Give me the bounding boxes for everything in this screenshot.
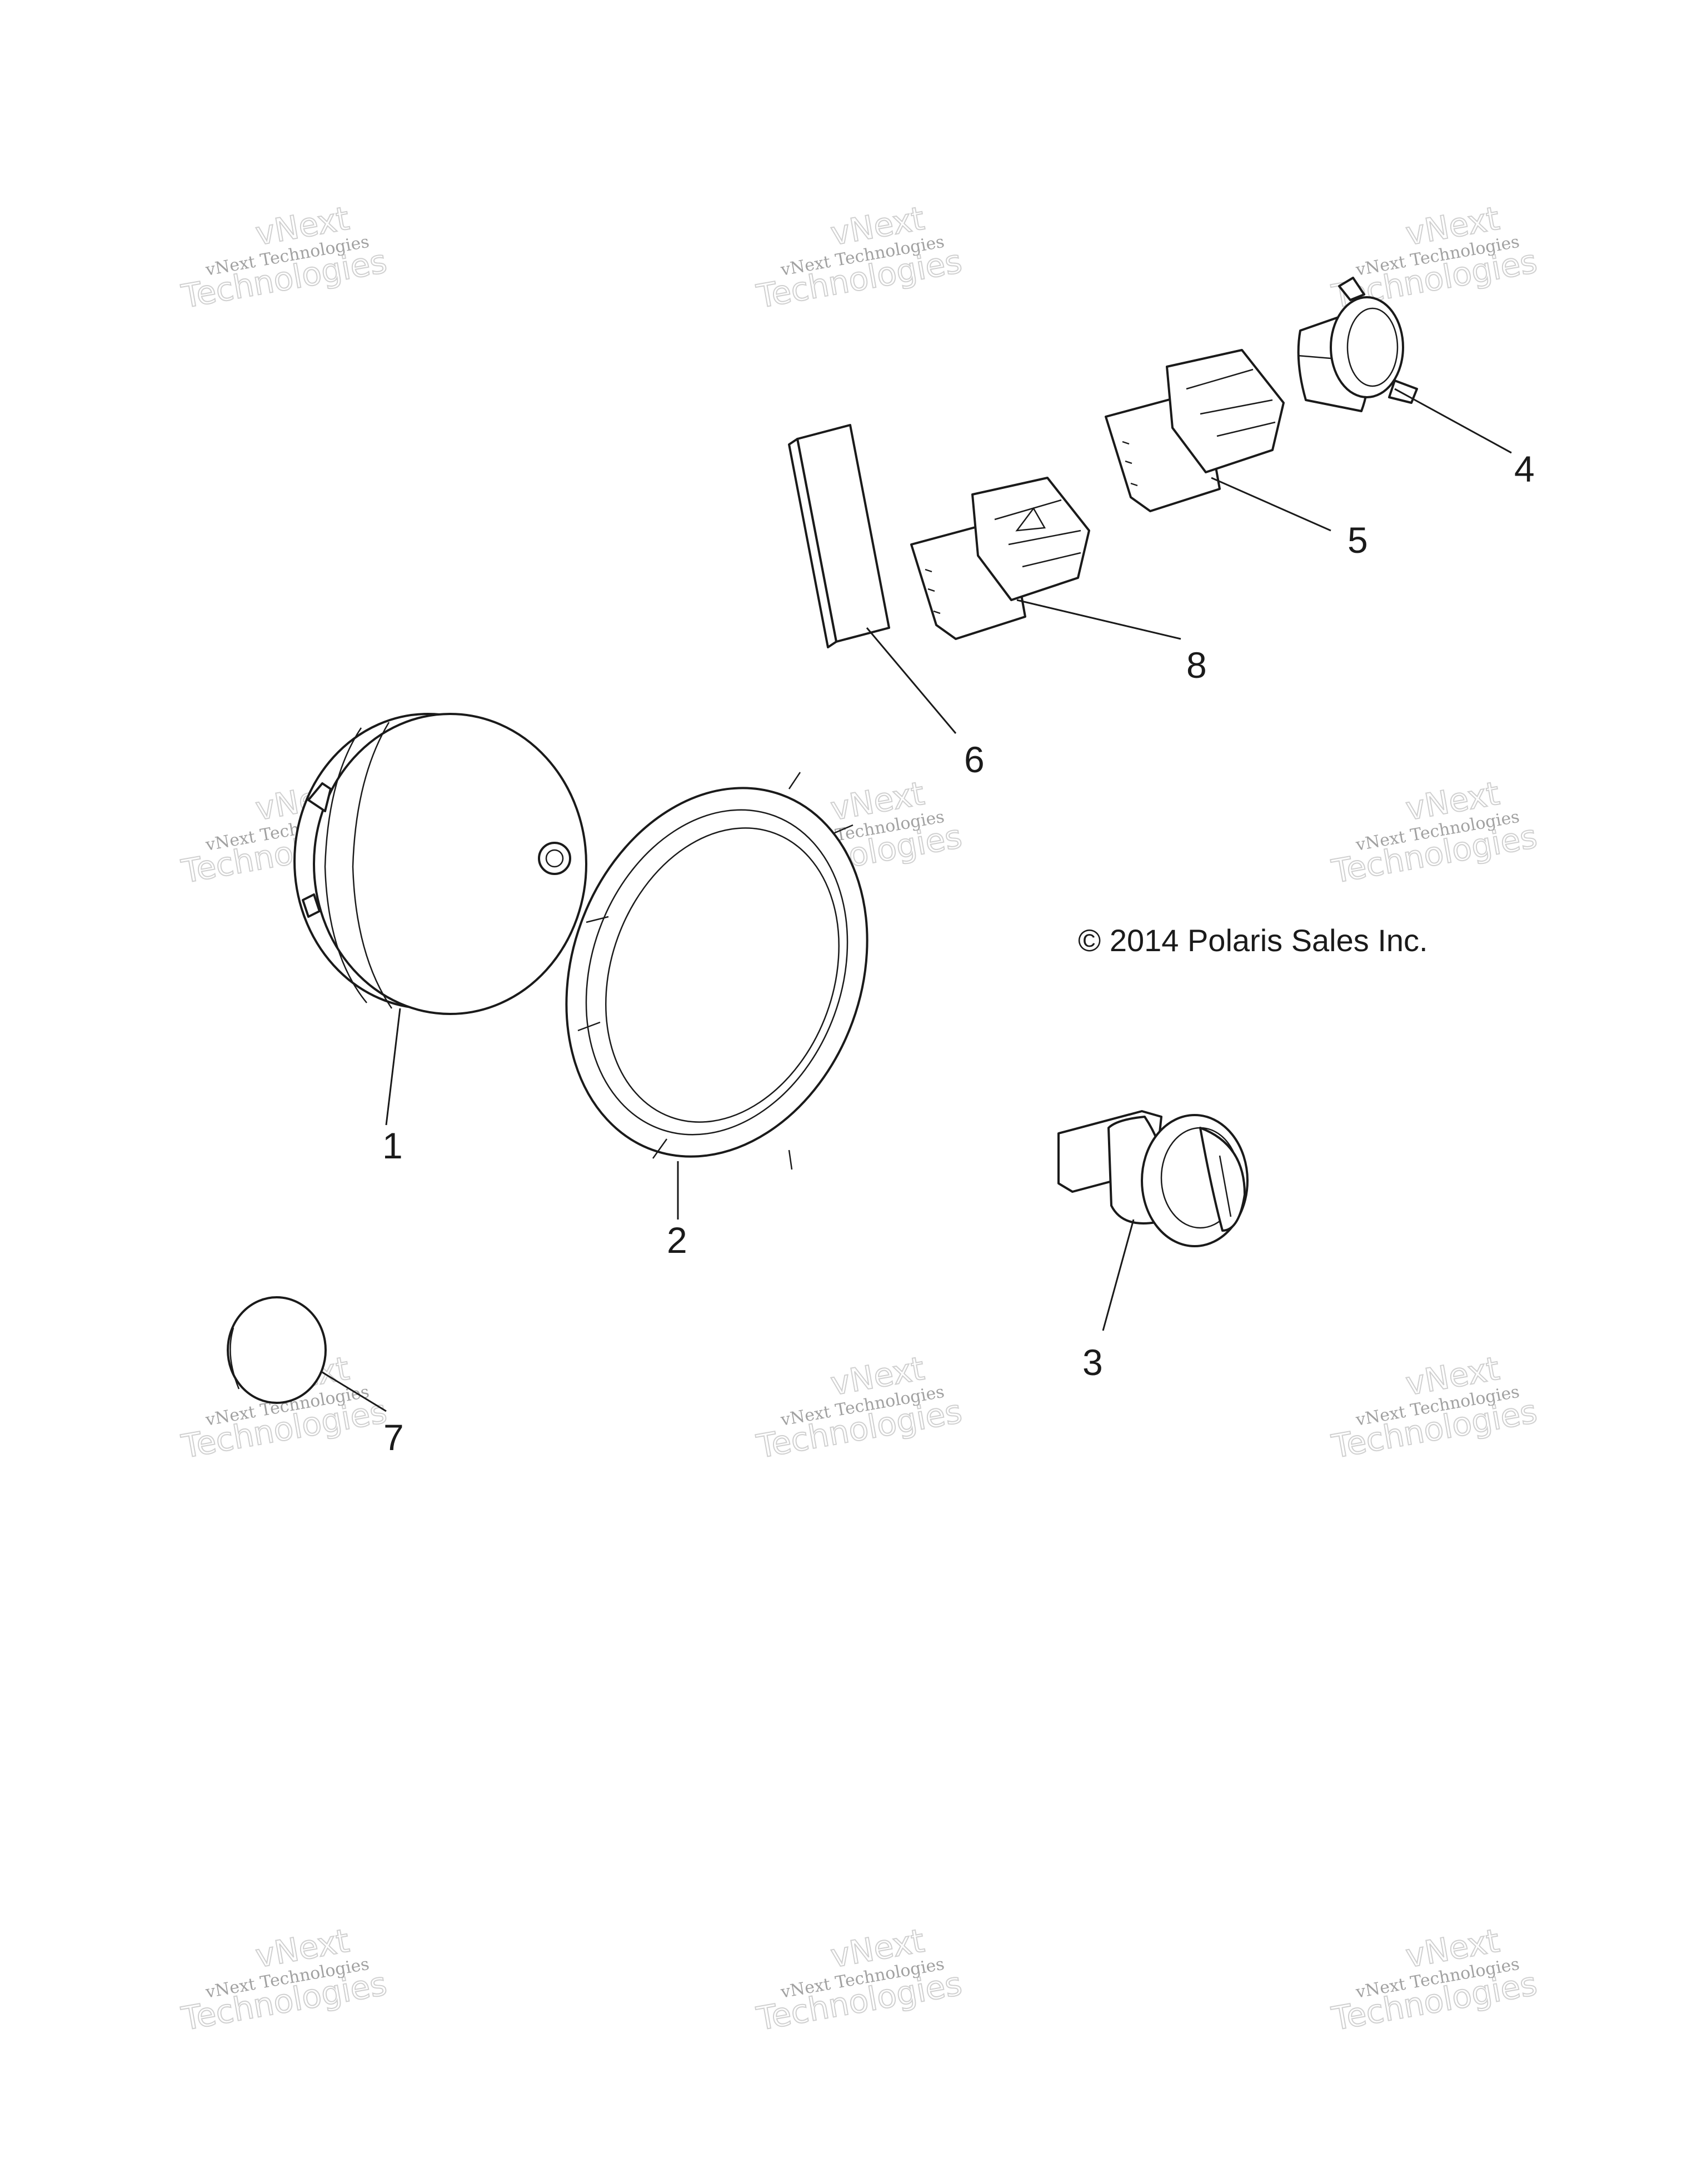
leader-1 bbox=[385, 1008, 401, 1126]
callout-6: 6 bbox=[964, 739, 985, 780]
part-1-gauge-housing bbox=[293, 713, 587, 1015]
part-6-switch-blank-plug bbox=[788, 424, 890, 648]
watermark: vNext vNext Technologies Technologies bbox=[753, 1921, 965, 2038]
leader-lines bbox=[322, 388, 1512, 1412]
leader-6 bbox=[866, 627, 957, 734]
watermark: vNext vNext Technologies Technologies bbox=[178, 1921, 390, 2038]
part-3-ignition-switch bbox=[1057, 1110, 1249, 1247]
watermark: vNext vNext Technologies Technologies bbox=[753, 1349, 965, 1466]
part-2-bezel-ring bbox=[565, 772, 869, 1170]
callout-labels: 1 2 3 4 5 6 7 8 bbox=[382, 448, 1535, 1458]
leader-4 bbox=[1394, 388, 1512, 454]
callout-2: 2 bbox=[667, 1220, 687, 1261]
callout-8: 8 bbox=[1186, 644, 1207, 686]
leader-3 bbox=[1102, 1219, 1135, 1331]
callout-4: 4 bbox=[1514, 448, 1535, 489]
watermark: vNext vNext Technologies Technologies bbox=[1328, 774, 1540, 891]
copyright-notice: © 2014 Polaris Sales Inc. bbox=[1078, 923, 1428, 958]
watermark: vNext vNext Technologies Technologies bbox=[178, 199, 390, 316]
part-8-hazard-rocker-switch bbox=[910, 477, 1090, 640]
watermark: vNext vNext Technologies Technologies bbox=[1328, 1921, 1540, 2038]
leader-5 bbox=[1211, 477, 1331, 532]
leader-8 bbox=[1016, 599, 1181, 640]
callout-3: 3 bbox=[1082, 1342, 1103, 1383]
callout-7: 7 bbox=[383, 1417, 404, 1458]
watermark: vNext vNext Technologies Technologies bbox=[753, 199, 965, 316]
leader-7 bbox=[322, 1371, 387, 1412]
part-7-round-cap bbox=[227, 1296, 327, 1404]
part-5-rocker-switch bbox=[1105, 349, 1285, 512]
watermark: vNext vNext Technologies Technologies bbox=[1328, 1349, 1540, 1466]
callout-5: 5 bbox=[1347, 519, 1368, 561]
part-4-power-socket bbox=[1297, 277, 1418, 412]
callout-1: 1 bbox=[382, 1125, 403, 1166]
